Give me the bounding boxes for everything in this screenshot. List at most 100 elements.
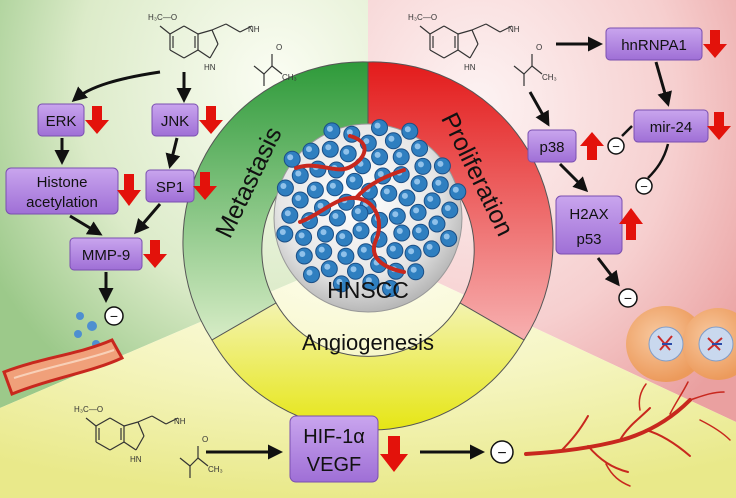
bond-line <box>239 25 253 33</box>
cell-division-inhibit-icon <box>618 288 638 308</box>
tumor-cell-nucleus <box>415 227 422 234</box>
bond-line <box>523 65 533 75</box>
tumor-cell-nucleus <box>408 248 415 255</box>
bond-line <box>429 25 445 35</box>
arrow-mol-to-p38 <box>528 91 550 127</box>
tumor-cell-nucleus <box>388 135 395 142</box>
bond-line <box>169 49 185 59</box>
arrow-mir24-to-h2ax <box>647 143 670 179</box>
erk-down-arrow <box>85 106 109 134</box>
angiogenesis-ring-segment <box>211 302 525 431</box>
metastasis-inhibit-icon <box>104 306 124 326</box>
tumor-cell-nucleus <box>326 125 333 132</box>
tumor-cell-nucleus <box>346 129 353 136</box>
tumor-cell-nucleus <box>374 122 381 129</box>
tumor-cell-nucleus <box>389 245 396 252</box>
tumor-cell-nucleus <box>306 269 313 276</box>
tumor-cell-nucleus <box>413 207 420 214</box>
arrow-hnrnpa1-to-mir24 <box>654 61 672 107</box>
angiogenesis-inhibit-icon <box>490 440 514 464</box>
tumor-cell-nucleus <box>295 195 302 201</box>
tumor-cell-nucleus <box>320 229 327 236</box>
center-ring <box>182 61 554 431</box>
oxygen-label: O <box>202 435 208 444</box>
bond-line <box>159 25 171 35</box>
tumor-cell-nucleus <box>343 148 350 155</box>
histone-label-line1: Histone <box>37 174 88 191</box>
hn-label: HN <box>204 63 216 72</box>
h2ax-p53-box <box>555 195 623 255</box>
methyl-label: CH₃ <box>282 73 297 82</box>
melatonin-bonds: H₃C—O HN NH O CH₃ <box>148 13 297 86</box>
hnrnpa1-label: hnRNPA1 <box>621 37 687 54</box>
h2ax-label: H2AX <box>569 206 608 223</box>
p38-up-arrow <box>580 132 604 160</box>
arrow-p38-to-h2ax <box>558 162 589 193</box>
hif-label: HIF-1α <box>303 426 365 448</box>
jnk-down-arrow <box>199 106 223 134</box>
bond-line <box>225 23 241 33</box>
tumor-cell-nucleus <box>287 154 294 161</box>
erk-label: ERK <box>46 113 77 130</box>
tumor-cell-nucleus <box>432 219 438 225</box>
tumor-cell-nucleus <box>385 283 392 290</box>
tumor-cell-nucleus <box>377 171 384 177</box>
bond-line <box>211 29 219 45</box>
tumor-cell-nucleus <box>340 251 347 258</box>
bond-line <box>197 457 209 467</box>
erk-box <box>37 103 85 137</box>
tumor-cell-nucleus <box>318 246 325 253</box>
tumor-cell-nucleus <box>298 232 305 239</box>
bond-line <box>95 441 111 451</box>
arrow-h2ax-down <box>596 257 620 287</box>
h2ax-inhibit-symbol: − <box>640 179 648 194</box>
bond-line <box>183 49 199 59</box>
arrow-mol-to-erk <box>71 70 161 102</box>
angiogenesis-pathway: HIF-1α VEGF − <box>206 381 731 487</box>
p38-box <box>527 129 577 163</box>
bond-line <box>123 441 137 451</box>
bond-line <box>209 43 219 59</box>
tumor-cell-nucleus <box>360 246 367 253</box>
arrow-sp1-to-mmp9 <box>134 203 162 235</box>
tumor-cell-nucleus <box>383 188 390 195</box>
bond-line <box>169 25 185 35</box>
bond-line <box>109 417 125 427</box>
tumor-cell-nucleus <box>404 126 411 133</box>
tumor-cell-nucleus <box>414 143 421 150</box>
vessel-highlight <box>13 349 115 379</box>
methoxy-label: H₃C—O <box>148 13 177 22</box>
bond-line <box>179 457 191 467</box>
bond-line <box>253 65 265 75</box>
bond-line <box>443 49 459 59</box>
bond-line <box>189 457 199 467</box>
jnk-label: JNK <box>161 113 189 130</box>
mir24-down-arrow <box>707 112 731 140</box>
p38-inhibit-icon <box>607 137 625 155</box>
tumor-cell-nucleus <box>363 138 370 145</box>
histone-label-line2: acetylation <box>26 194 98 211</box>
hif-vegf-box <box>289 415 379 483</box>
bond-line <box>471 23 487 31</box>
bond-line <box>85 417 97 427</box>
tumor-cell-nucleus <box>396 228 403 234</box>
tumor-cell-nucleus <box>336 278 343 285</box>
hn-label: HN <box>130 455 142 464</box>
tumor-cell-nucleus <box>437 160 444 167</box>
tumor-cell-nucleus <box>350 266 357 273</box>
bond-line <box>151 415 167 425</box>
oxygen-label: O <box>536 43 542 52</box>
p53-label: p53 <box>576 231 601 248</box>
oxygen-label: O <box>276 43 282 52</box>
nh-label: NH <box>248 25 260 34</box>
jnk-box <box>151 103 199 137</box>
tumor-cell-nucleus <box>452 186 459 193</box>
tumor-cell-nucleus <box>317 202 324 209</box>
tumor-cell-nucleus <box>279 229 286 235</box>
bond-line <box>443 25 459 35</box>
tumor-cell-nucleus <box>284 210 291 217</box>
line-mir24-to-p38 <box>621 125 633 137</box>
arrow-jnk-to-sp1 <box>165 137 181 169</box>
